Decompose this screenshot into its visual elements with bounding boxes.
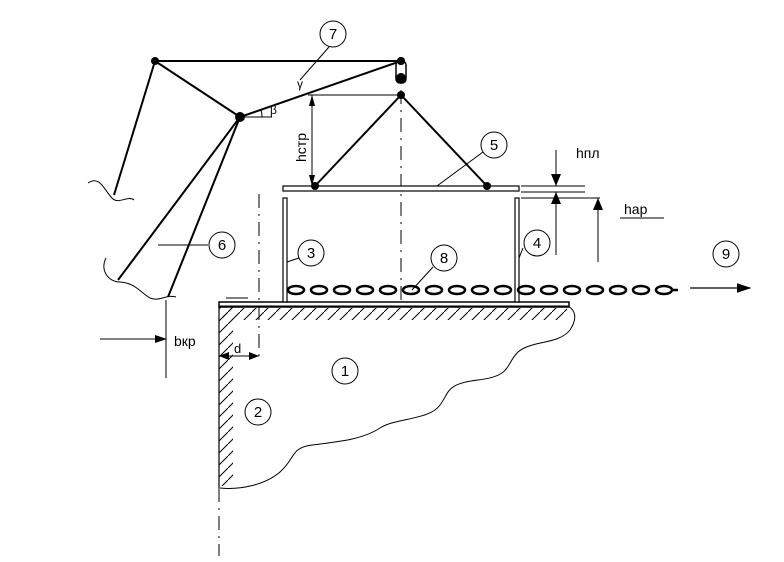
chain-link	[424, 284, 444, 296]
break-lines	[87, 180, 177, 300]
chain-link	[631, 284, 651, 296]
callout-leaders	[158, 46, 524, 291]
callout-5: 5	[480, 131, 508, 159]
label-gamma: γ	[297, 77, 303, 91]
callout-4-label: 4	[533, 235, 541, 252]
callout-5-label: 5	[490, 137, 498, 154]
chain-link	[286, 284, 306, 296]
callout-1: 1	[331, 357, 359, 385]
chain-link	[332, 284, 352, 296]
chain-link	[309, 284, 329, 296]
post-right	[514, 197, 520, 303]
label-b-kr: bкр	[174, 333, 196, 349]
callout-3-label: 3	[307, 245, 315, 262]
dimension-h-pl	[521, 150, 585, 255]
chain-link	[401, 284, 421, 296]
chain-link	[355, 284, 375, 296]
axis-lines	[218, 90, 402, 556]
chain-link	[608, 284, 628, 296]
label-d: d	[234, 341, 241, 356]
chain-link	[654, 284, 674, 296]
label-h-ar: hар	[624, 201, 648, 217]
label-h-str: hстр	[293, 133, 309, 162]
deck-plate	[218, 301, 570, 308]
callout-3: 3	[297, 239, 325, 267]
callout-6-label: 6	[218, 237, 226, 254]
label-beta: β	[270, 103, 277, 117]
callout-7: 7	[319, 20, 347, 48]
post-left	[282, 197, 288, 303]
callout-8: 8	[430, 244, 458, 272]
chain-link	[470, 284, 490, 296]
dimension-b-kr	[100, 300, 167, 378]
callout-9: 9	[712, 240, 740, 268]
dimension-h-str	[308, 94, 401, 186]
chain-link	[539, 284, 559, 296]
callout-6: 6	[208, 231, 236, 259]
label-h-pl: hпл	[576, 145, 600, 161]
callout-2-label: 2	[254, 404, 262, 421]
callout-7-label: 7	[329, 26, 337, 43]
dimension-d	[219, 297, 259, 360]
callout-8-label: 8	[440, 250, 448, 267]
chain-link	[378, 284, 398, 296]
callout-9-label: 9	[722, 246, 730, 263]
platform	[282, 185, 520, 192]
chain-link	[585, 284, 605, 296]
dimension-h-ar	[521, 197, 664, 262]
chain-link	[562, 284, 582, 296]
chain	[286, 284, 678, 296]
pier-body	[219, 305, 576, 489]
lifting-sling	[311, 91, 491, 190]
chain-link	[493, 284, 513, 296]
crane-boom	[113, 57, 405, 298]
chain-link	[516, 284, 536, 296]
wall-hatching	[218, 306, 233, 488]
deck-hatching	[222, 308, 567, 320]
chain-link	[447, 284, 467, 296]
callout-2: 2	[244, 398, 272, 426]
callout-4: 4	[523, 229, 551, 257]
callout-1-label: 1	[341, 363, 349, 380]
